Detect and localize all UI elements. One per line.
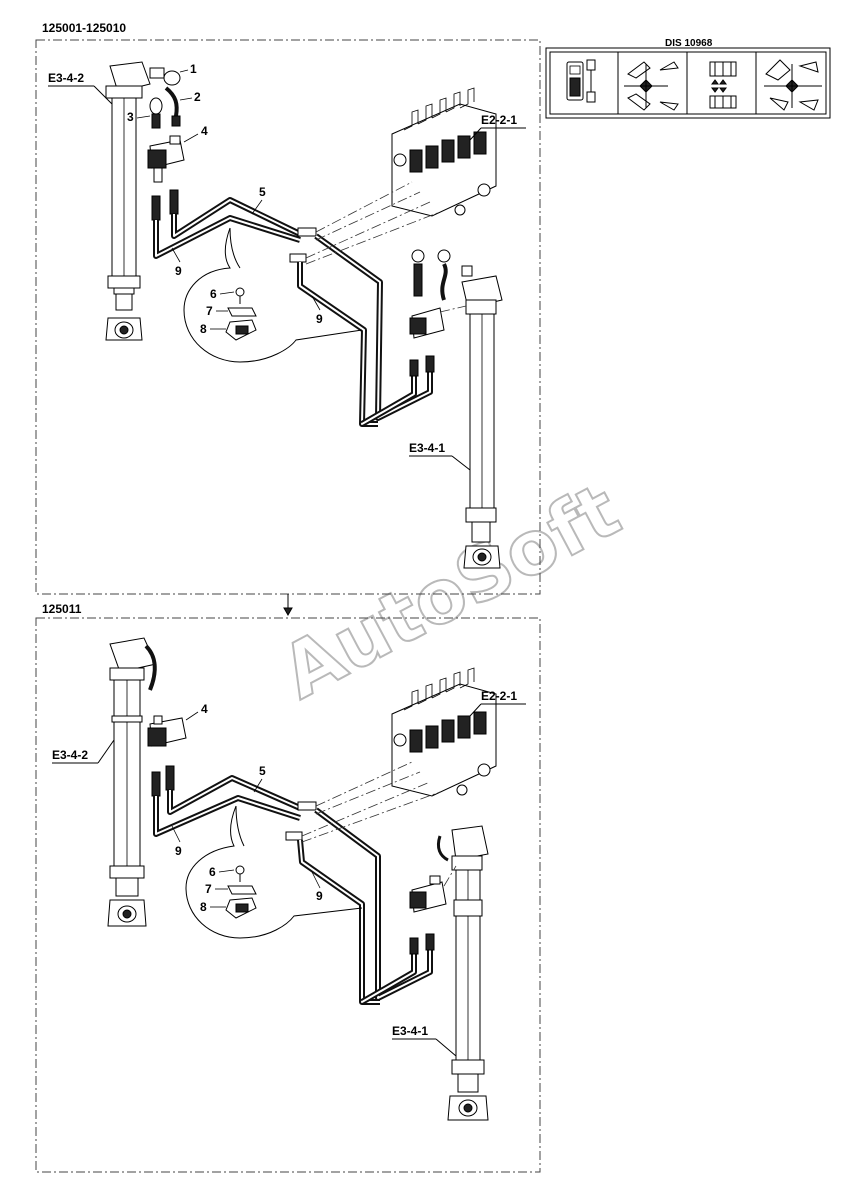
doc-id: DIS 10968 — [665, 38, 713, 49]
ref-right-cylinder-top: E3-4-1 — [409, 441, 445, 455]
machine-control-icon — [566, 59, 596, 103]
callout-2-top: 2 — [194, 90, 201, 104]
callout-5-top: 5 — [259, 185, 266, 199]
section-frame-top — [35, 39, 541, 595]
ref-left-cylinder-bottom: E3-4-2 — [52, 748, 88, 762]
right-cylinder-bottom — [436, 825, 489, 1121]
callout-8-bottom: 8 — [200, 900, 207, 914]
svg-text:AutoSoft: AutoSoft — [268, 467, 633, 716]
serial-range-bottom: 125011 — [42, 602, 82, 616]
brake-valve-right-bottom — [409, 875, 447, 913]
left-cylinder-bottom — [107, 637, 157, 927]
clamp-detail-bottom — [185, 805, 363, 939]
left-cylinder — [105, 61, 151, 341]
callout-9b-bottom: 9 — [316, 889, 323, 903]
callout-5-bottom: 5 — [259, 764, 266, 778]
callout-4-bottom: 4 — [201, 702, 208, 716]
clamp-detail-top — [183, 227, 363, 363]
callout-9b-top: 9 — [316, 312, 323, 326]
callout-9a-bottom: 9 — [175, 844, 182, 858]
callout-7-bottom: 7 — [205, 882, 212, 896]
callout-7-top: 7 — [206, 304, 213, 318]
ref-right-cylinder-bottom: E3-4-1 — [392, 1024, 428, 1038]
ref-left-cylinder-top: E3-4-2 — [48, 71, 84, 85]
callout-8-top: 8 — [200, 322, 207, 336]
hose-assembly-bottom — [151, 765, 435, 1005]
boom-swing-right-icon — [764, 59, 822, 111]
brake-valve-right — [409, 249, 473, 339]
callout-4-top: 4 — [201, 124, 208, 138]
serial-range-top: 125001-125010 — [42, 21, 126, 35]
hose-assembly-top — [151, 189, 435, 427]
ref-valve-bottom: E2-2-1 — [481, 689, 517, 703]
icon-panel: DIS 10968 — [545, 38, 831, 119]
down-arrow-icon — [283, 594, 293, 617]
ref-valve-top: E2-2-1 — [481, 113, 517, 127]
right-cylinder — [461, 275, 503, 569]
callout-6-top: 6 — [210, 287, 217, 301]
callout-1-top: 1 — [190, 62, 197, 76]
callout-6-bottom: 6 — [209, 865, 216, 879]
section-frame-bottom — [35, 617, 541, 1173]
callout-9a-top: 9 — [175, 264, 182, 278]
boom-swing-left-icon — [624, 61, 679, 111]
section-top: E3-4-2 1 2 3 4 — [48, 61, 526, 569]
control-valve-block-top — [391, 87, 497, 217]
pattern-switch-icon — [709, 61, 737, 109]
brake-valve-left — [147, 135, 185, 183]
callout-3-top: 3 — [127, 110, 134, 124]
control-valve-block-bottom — [391, 667, 497, 797]
watermark: AutoSoft — [267, 466, 634, 717]
brake-valve-left-bottom — [147, 715, 187, 747]
section-bottom: E3-4-2 4 5 — [52, 637, 526, 1121]
fittings-upper-left — [149, 67, 181, 129]
